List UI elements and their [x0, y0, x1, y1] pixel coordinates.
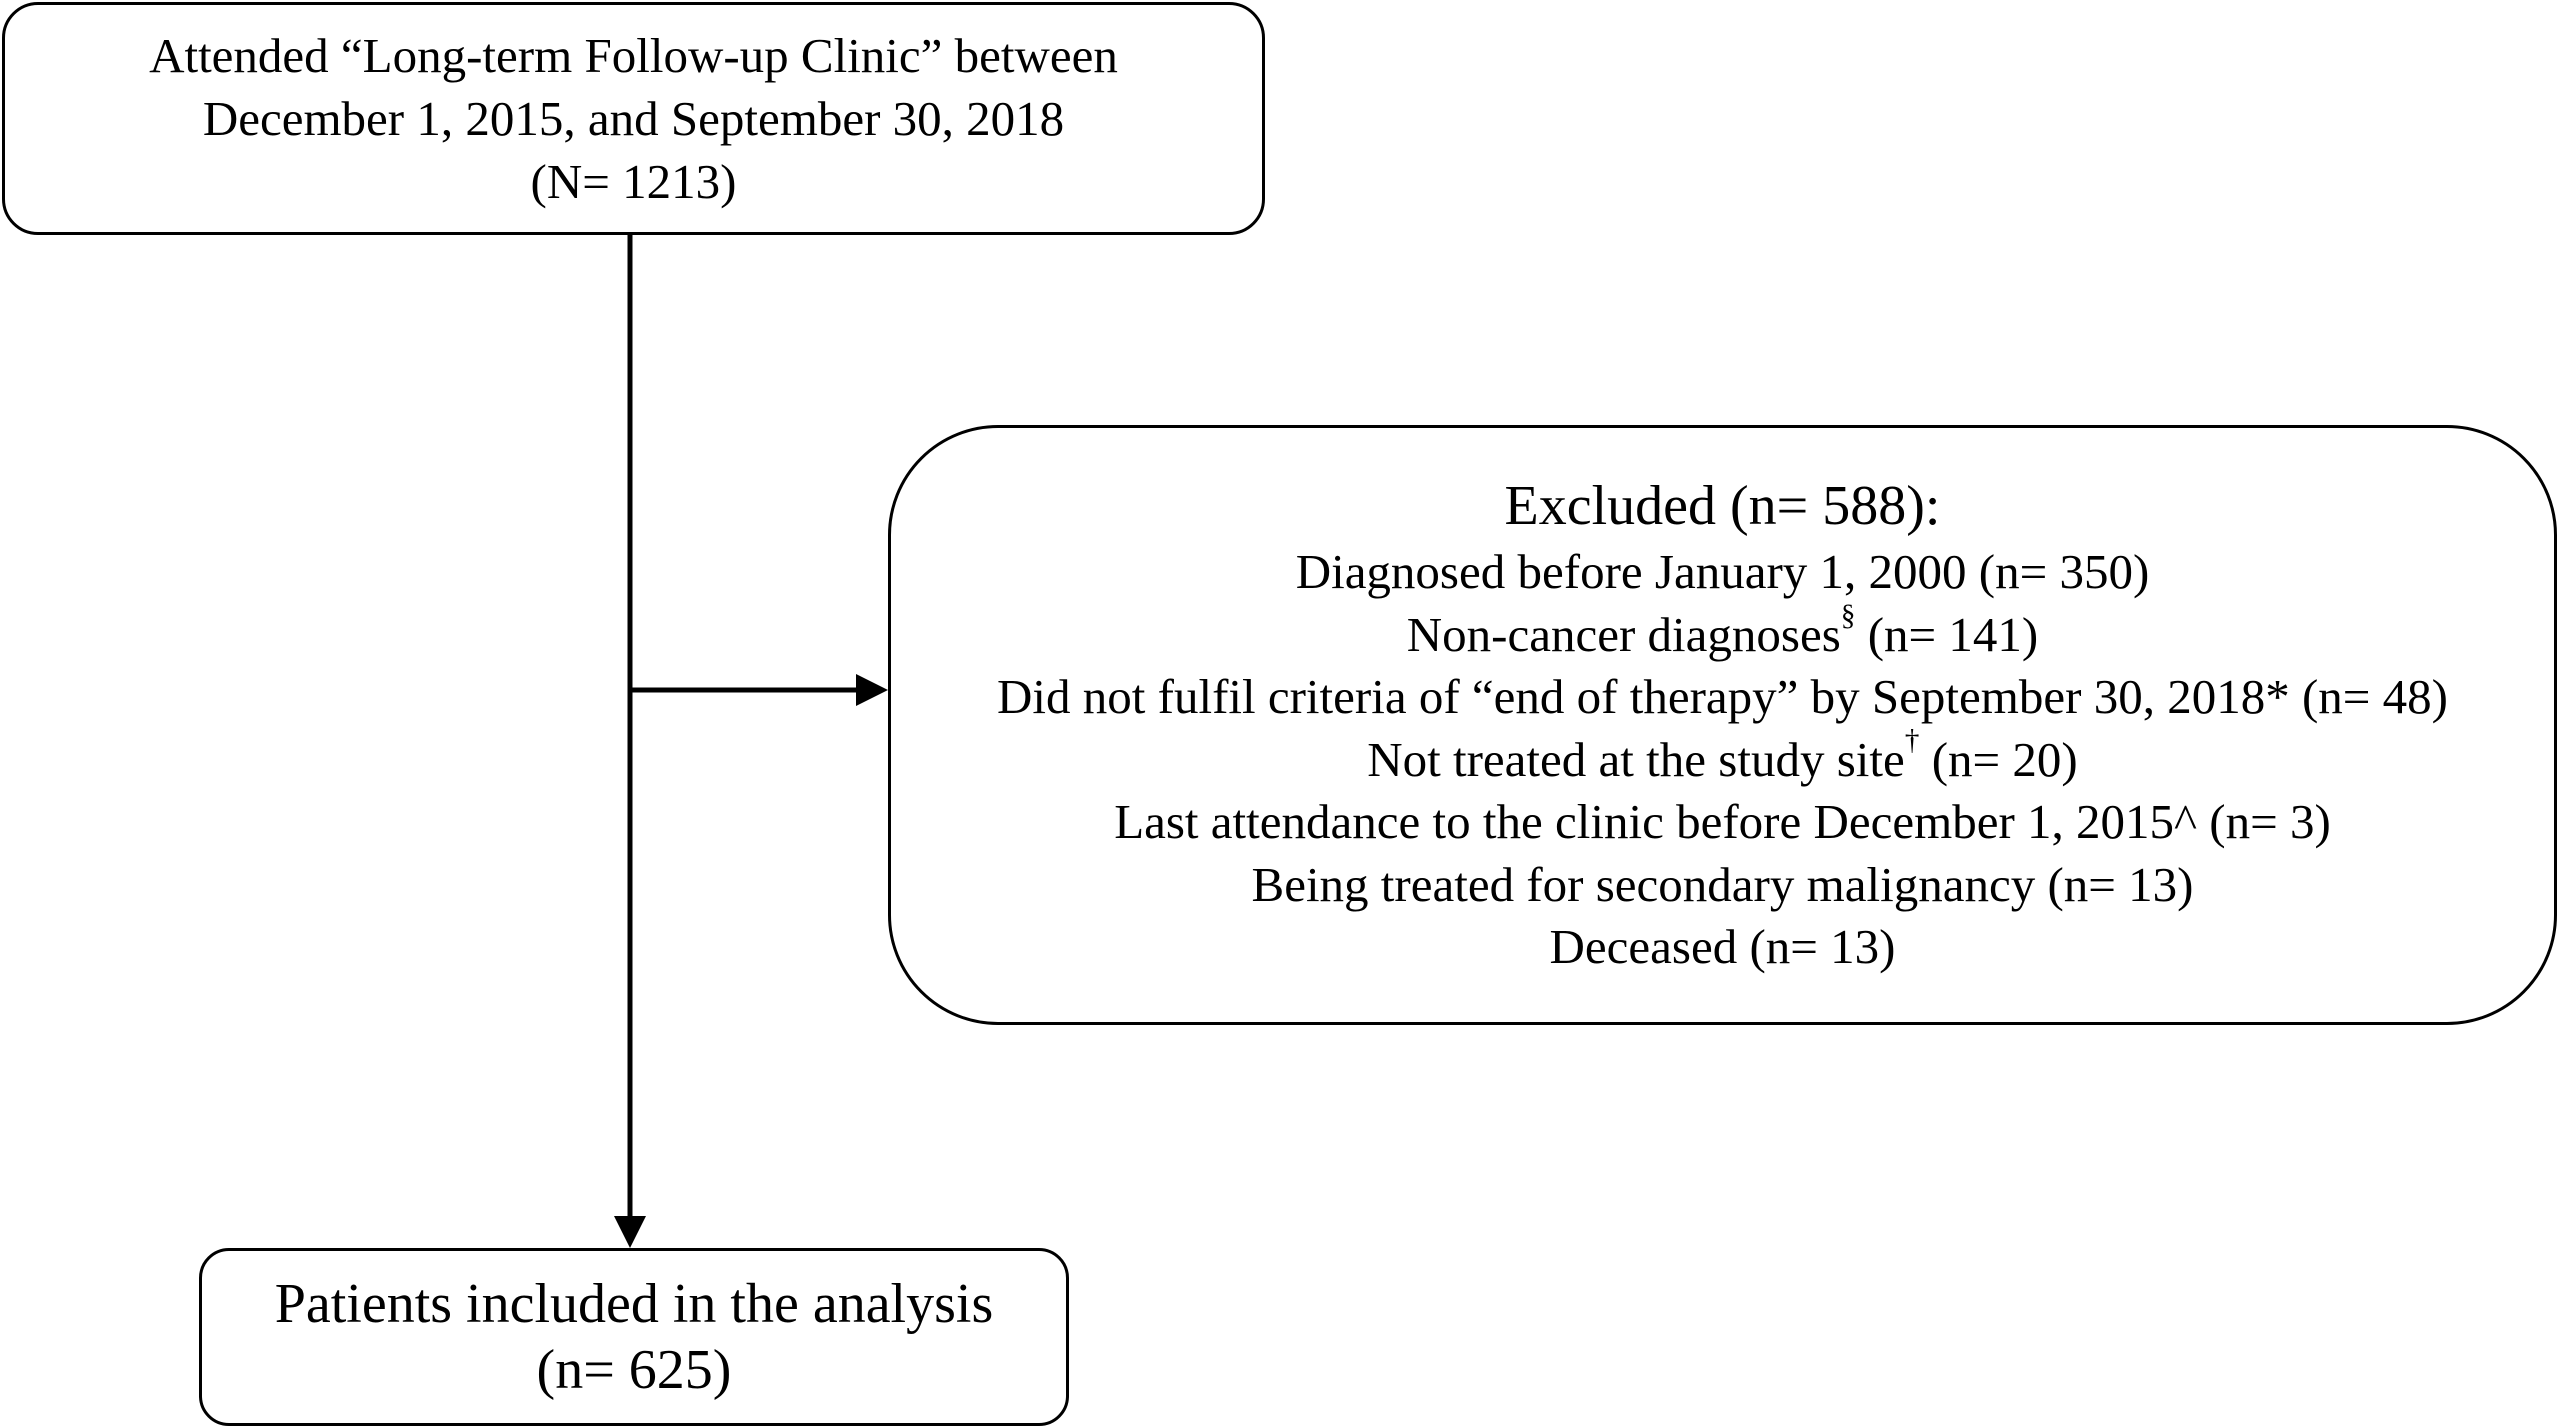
excluded-item-text: Being treated for secondary malignancy (…: [1251, 856, 2194, 912]
excluded-item-text: Non-cancer diagnoses: [1406, 606, 1841, 662]
included-line-1: Patients included in the analysis: [274, 1273, 994, 1335]
enrollment-line-1: Attended “Long-term Follow-up Clinic” be…: [149, 28, 1118, 83]
included-box: Patients included in the analysis (n= 62…: [199, 1248, 1069, 1426]
enrollment-box: Attended “Long-term Follow-up Clinic” be…: [2, 2, 1265, 235]
excluded-item-text: Did not fulfil criteria of “end of thera…: [997, 669, 2448, 725]
included-line-2: (n= 625): [536, 1339, 732, 1401]
excluded-box: Excluded (n= 588): Diagnosed before Janu…: [888, 425, 2557, 1025]
excluded-item-text: Diagnosed before January 1, 2000 (n= 350…: [1295, 544, 2150, 600]
arrowhead-to-excluded: [856, 674, 888, 706]
excluded-item-deceased: Deceased (n= 13): [1550, 916, 1896, 979]
excluded-item-not-treated-at-site: Not treated at the study site† (n= 20): [1367, 726, 2078, 792]
excluded-item-text: Last attendance to the clinic before Dec…: [1114, 794, 2331, 850]
excluded-item-last-attendance: Last attendance to the clinic before Dec…: [1114, 791, 2331, 854]
excluded-item-text: Not treated at the study site: [1367, 731, 1905, 787]
excluded-item-secondary-malignancy: Being treated for secondary malignancy (…: [1252, 854, 2194, 917]
footnote-mark-section: §: [1840, 599, 1856, 632]
arrowhead-to-included: [614, 1216, 646, 1248]
excluded-item-non-cancer: Non-cancer diagnoses§ (n= 141): [1406, 601, 2039, 667]
excluded-item-count: (n= 20): [1919, 731, 2078, 787]
enrollment-line-2: December 1, 2015, and September 30, 2018: [202, 91, 1065, 146]
footnote-mark-dagger: †: [1904, 724, 1920, 757]
excluded-item-diagnosed-before-2000: Diagnosed before January 1, 2000 (n= 350…: [1296, 541, 2150, 604]
excluded-item-end-of-therapy: Did not fulfil criteria of “end of thera…: [997, 666, 2448, 729]
excluded-item-text: Deceased (n= 13): [1549, 919, 1896, 975]
enrollment-line-3: (N= 1213): [530, 154, 737, 209]
excluded-item-count: (n= 141): [1855, 606, 2039, 662]
excluded-heading: Excluded (n= 588):: [1504, 475, 1941, 538]
